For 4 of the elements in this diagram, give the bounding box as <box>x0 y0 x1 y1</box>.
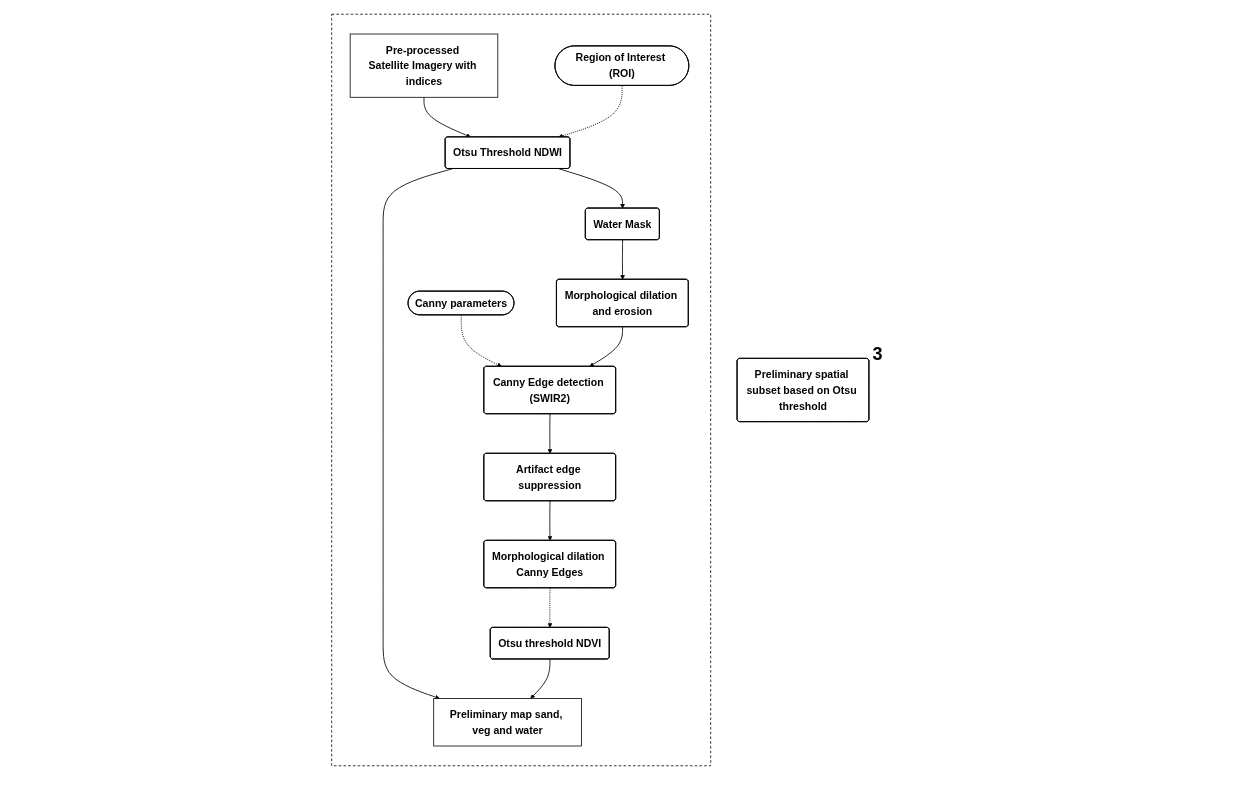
page-number: 3 <box>872 344 883 365</box>
node-box: Preliminary map sand, veg and water <box>433 698 582 747</box>
cluster <box>331 13 711 767</box>
node-box: Pre-processed Satellite Imagery with indices <box>349 33 498 98</box>
